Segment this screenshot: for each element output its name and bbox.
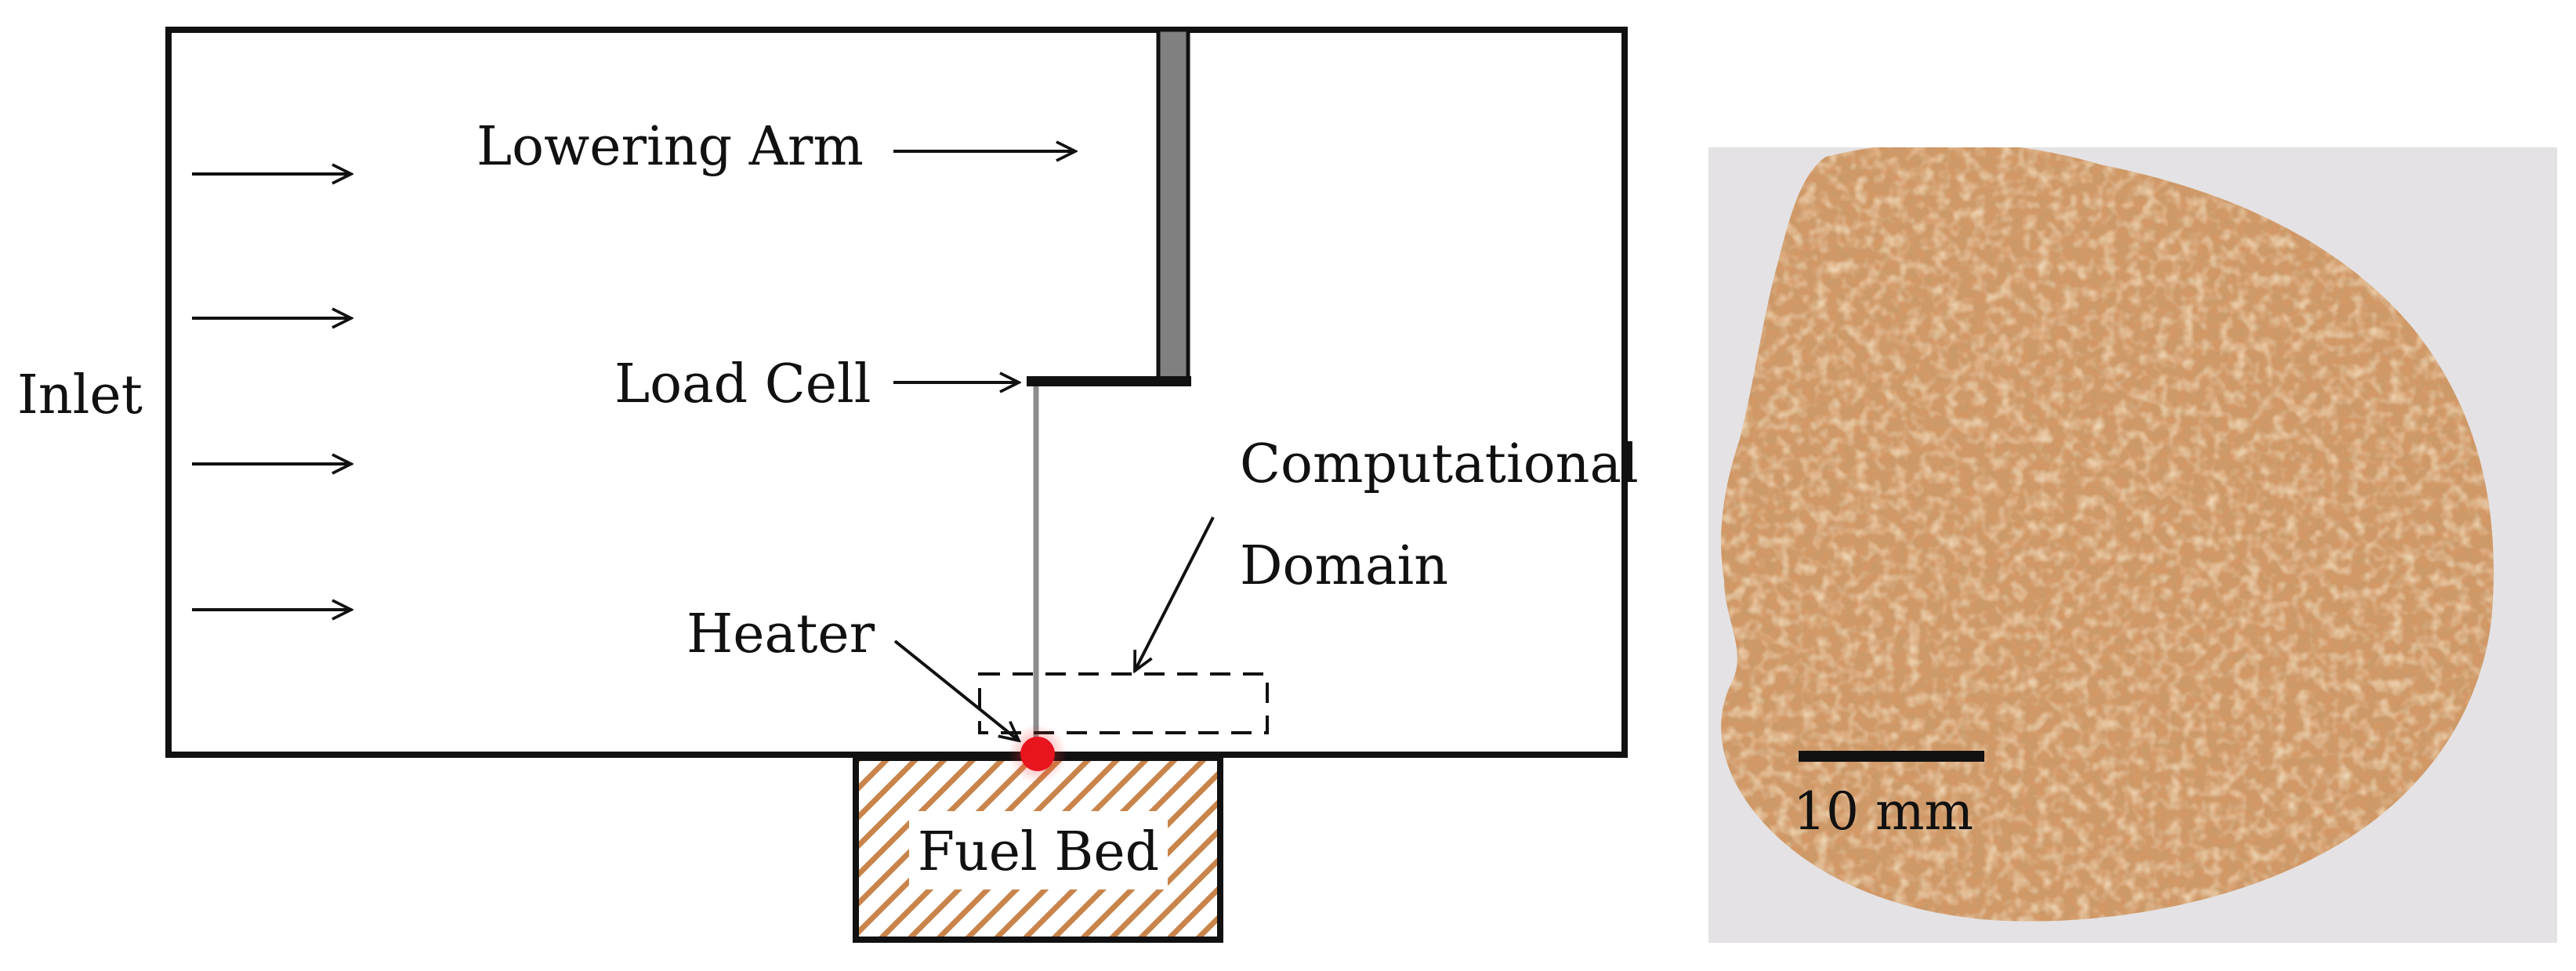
computational-domain-label-line2: Domain bbox=[1240, 535, 1448, 597]
heater-dot bbox=[1020, 737, 1055, 771]
fuel-bed-label: Fuel Bed bbox=[918, 821, 1159, 883]
heater-arrow bbox=[893, 639, 1019, 741]
computational-domain-label-line1: Computational bbox=[1240, 433, 1639, 495]
load-cell bbox=[1027, 376, 1191, 386]
inlet-label: Inlet bbox=[17, 364, 143, 426]
wind-tunnel-schematic: Inlet Lowering Arm Load Cell Heater Comp… bbox=[17, 27, 1639, 943]
scale-bar bbox=[1799, 751, 1984, 762]
scale-bar-label: 10 mm bbox=[1793, 781, 1973, 842]
heater-label: Heater bbox=[687, 603, 875, 665]
wood-shavings-photo: 10 mm bbox=[1708, 147, 2557, 943]
shavings-pile bbox=[1721, 147, 2494, 922]
tunnel-outline bbox=[165, 27, 1628, 758]
fuel-bed-label-backdrop bbox=[909, 811, 1168, 889]
lowering-arm bbox=[1156, 27, 1190, 383]
domain-arrow bbox=[1135, 516, 1215, 671]
computational-domain-box bbox=[978, 672, 1269, 734]
load-cell-label: Load Cell bbox=[614, 353, 871, 415]
lowering-arm-label: Lowering Arm bbox=[476, 116, 864, 178]
